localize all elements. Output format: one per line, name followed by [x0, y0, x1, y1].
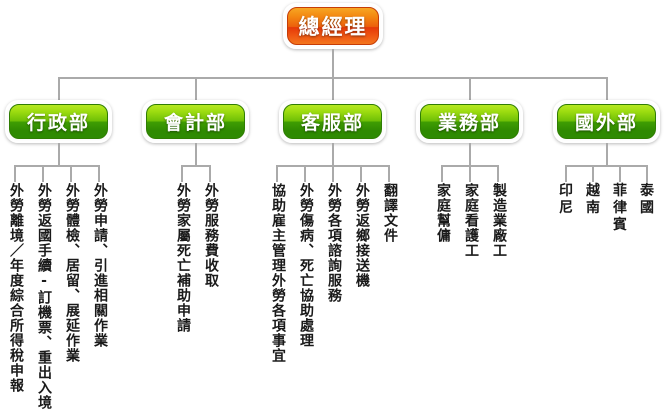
connector-drop-dept-3 — [469, 77, 471, 101]
connector-dept-4-stem — [606, 143, 608, 165]
connector-dept-2-item-3 — [360, 165, 362, 182]
connector-dept-1-bus — [181, 165, 210, 167]
connector-dept-3-item-0 — [441, 165, 443, 182]
org-leaf-3-0[interactable]: 家庭幫傭 — [435, 183, 451, 243]
org-leaf-4-1[interactable]: 越南 — [586, 183, 600, 216]
org-leaf-4-0[interactable]: 印尼 — [559, 183, 573, 216]
connector-dept-0-item-1 — [42, 165, 44, 182]
connector-dept-0-item-0 — [14, 165, 16, 182]
connector-dept-4-item-3 — [646, 165, 648, 182]
org-node-department-3[interactable]: 業務部 — [420, 104, 519, 139]
connector-dept-1-stem — [195, 143, 197, 165]
connector-dept-2-item-1 — [304, 165, 306, 182]
connector-dept-2-item-0 — [276, 165, 278, 182]
org-leaf-4-3[interactable]: 泰國 — [640, 183, 654, 216]
connector-dept-3-item-2 — [497, 165, 499, 182]
connector-drop-dept-2 — [332, 77, 334, 101]
org-node-department-4[interactable]: 國外部 — [557, 104, 656, 139]
org-node-department-2-wrapper: 客服部 — [279, 100, 386, 143]
org-node-department-1-wrapper: 會計部 — [142, 100, 249, 143]
connector-dept-1-item-1 — [209, 165, 211, 182]
connector-dept-2-item-4 — [388, 165, 390, 182]
org-leaf-3-1[interactable]: 家庭看護工 — [463, 183, 479, 258]
org-leaf-1-0[interactable]: 外勞家屬死亡補助申請 — [175, 183, 191, 333]
connector-dept-0-bus — [14, 165, 98, 167]
connector-drop-dept-4 — [606, 77, 608, 101]
org-leaf-1-1[interactable]: 外勞服務費收取 — [203, 183, 219, 288]
org-node-root[interactable]: 總經理 — [287, 7, 379, 45]
org-node-root-wrapper: 總經理 — [283, 3, 383, 49]
org-node-department-0-wrapper: 行政部 — [5, 100, 112, 143]
org-node-department-3-wrapper: 業務部 — [416, 100, 523, 143]
connector-dept-3-stem — [469, 143, 471, 165]
connector-dept-4-item-1 — [592, 165, 594, 182]
connector-dept-4-bus — [565, 165, 646, 167]
connector-dept-2-stem — [332, 143, 334, 165]
org-leaf-2-0[interactable]: 協助雇主管理外勞各項事宜 — [270, 183, 286, 363]
org-leaf-4-2[interactable]: 菲律賓 — [613, 183, 627, 233]
connector-root-stem — [332, 49, 334, 77]
org-node-department-0[interactable]: 行政部 — [9, 104, 108, 139]
org-leaf-0-3[interactable]: 外勞申請、引進相關作業 — [92, 183, 108, 348]
connector-dept-0-item-2 — [70, 165, 72, 182]
org-leaf-0-1[interactable]: 外勞返國手續-訂機票、重出入境 — [36, 183, 52, 410]
connector-dept-0-stem — [58, 143, 60, 165]
org-leaf-0-0[interactable]: 外勞離境／年度綜合所得稅申報 — [8, 183, 24, 393]
connector-dept-3-item-1 — [469, 165, 471, 182]
org-leaf-3-2[interactable]: 製造業廠工 — [491, 183, 507, 258]
org-node-department-4-wrapper: 國外部 — [553, 100, 660, 143]
org-leaf-2-2[interactable]: 外勞各項諮詢服務 — [326, 183, 342, 303]
org-leaf-2-4[interactable]: 翻譯文件 — [382, 183, 398, 243]
connector-dept-4-item-0 — [565, 165, 567, 182]
org-leaf-2-3[interactable]: 外勞返鄉接送機 — [354, 183, 370, 288]
connector-drop-dept-0 — [58, 77, 60, 101]
org-leaf-2-1[interactable]: 外勞傷病、死亡協助處理 — [298, 183, 314, 348]
org-leaf-0-2[interactable]: 外勞體檢、居留、展延作業 — [64, 183, 80, 363]
connector-dept-2-item-2 — [332, 165, 334, 182]
connector-dept-1-item-0 — [181, 165, 183, 182]
org-node-department-1[interactable]: 會計部 — [146, 104, 245, 139]
connector-dept-4-item-2 — [619, 165, 621, 182]
connector-drop-dept-1 — [195, 77, 197, 101]
connector-dept-0-item-3 — [98, 165, 100, 182]
org-node-department-2[interactable]: 客服部 — [283, 104, 382, 139]
